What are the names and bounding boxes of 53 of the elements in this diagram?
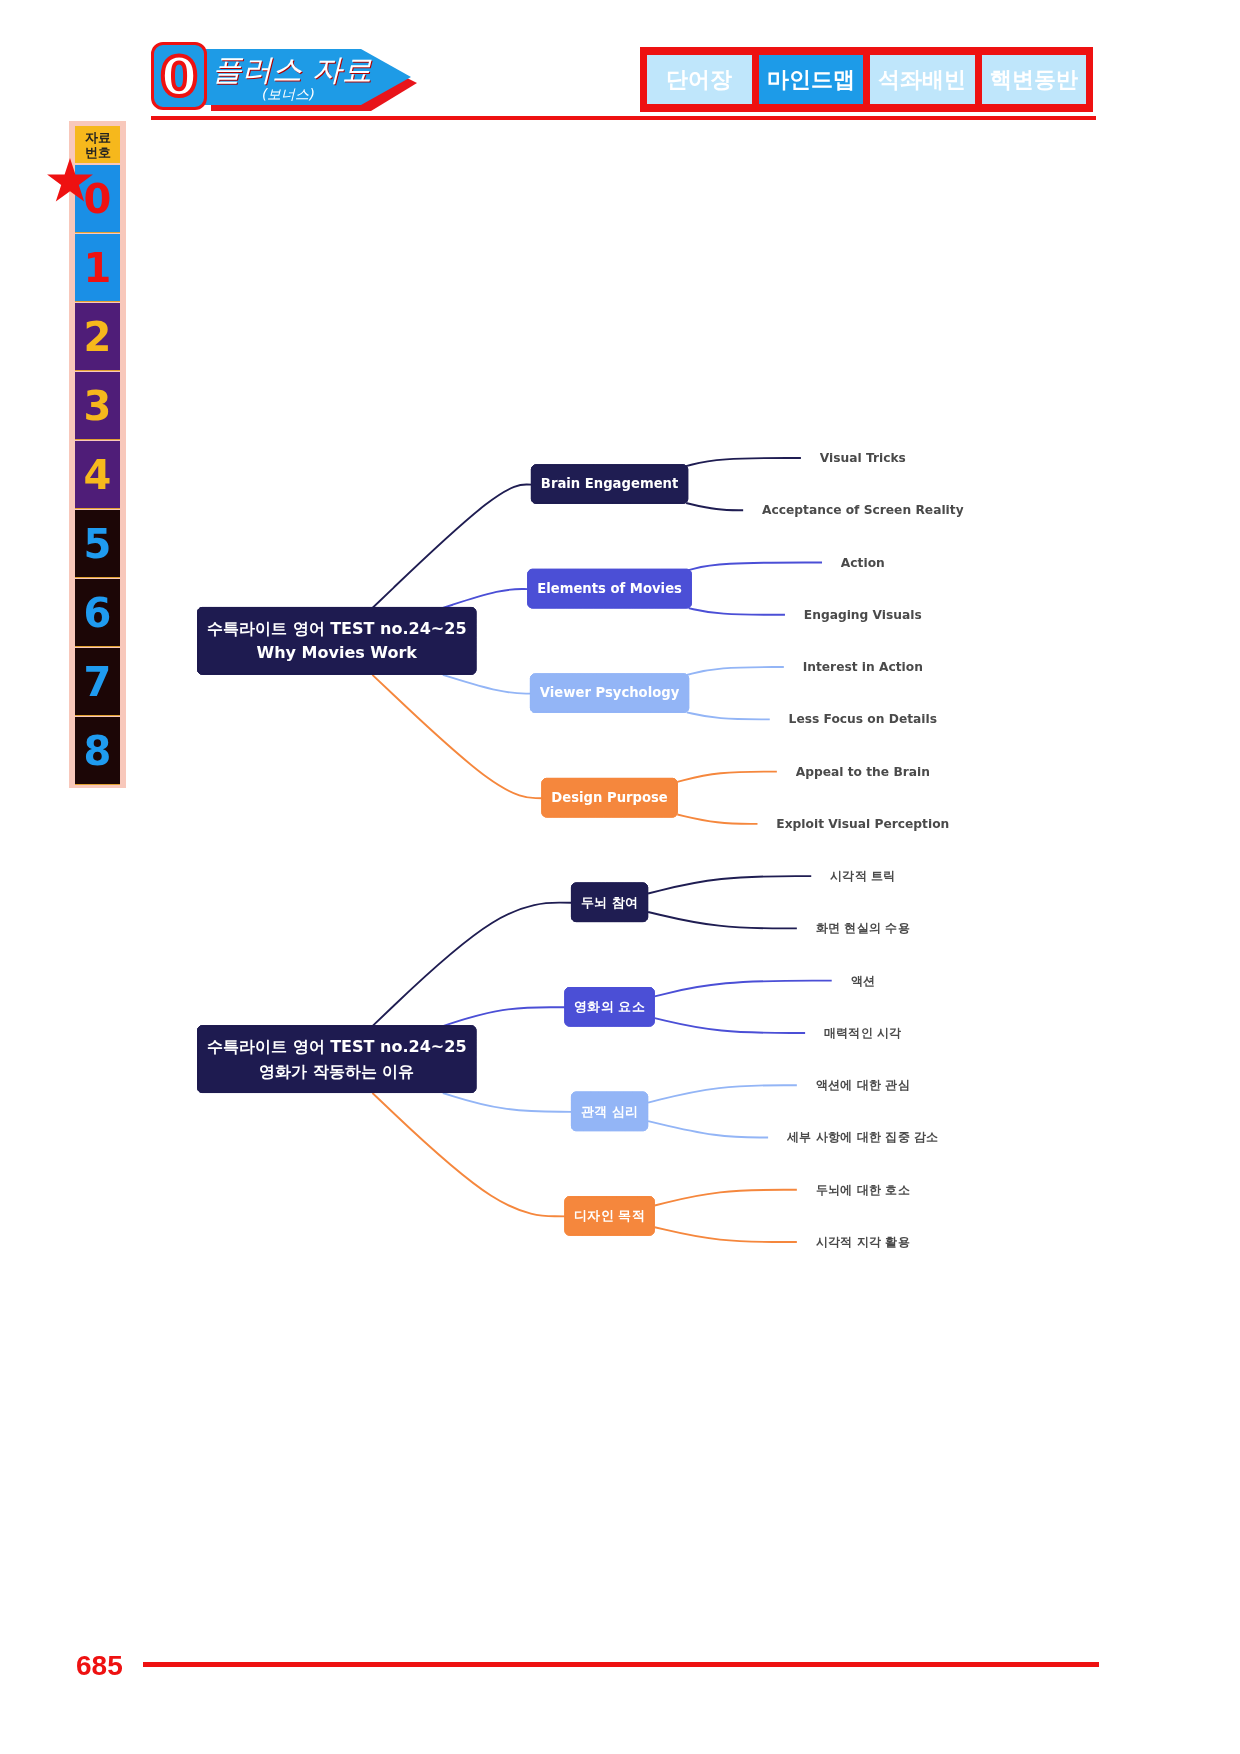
connector <box>685 502 745 512</box>
node-text: Less Focus on Details <box>788 712 938 727</box>
tab: 핵변동반 <box>981 55 1086 104</box>
number-tab: 1 <box>75 234 120 302</box>
connector <box>441 1092 573 1113</box>
connector <box>647 875 813 895</box>
node-text: 시각적 트릭 <box>830 868 896 883</box>
banner-subtitle: (보너스) <box>262 86 315 104</box>
active-tab: 마인드맵 <box>758 55 863 104</box>
section-number: 0 <box>151 42 207 110</box>
connector <box>647 911 798 930</box>
node-text: Exploit Visual Perception <box>776 816 950 831</box>
connector <box>687 607 786 616</box>
node-text: 액션에 대한 관심 <box>815 1077 910 1093</box>
connector <box>685 457 802 468</box>
tab: 단어장 <box>647 55 752 104</box>
number-tab: 4 <box>75 441 120 509</box>
banner-title: 플러스 자료 <box>212 51 372 88</box>
node-text: Visual Tricks <box>819 450 906 465</box>
node-text: Appeal to the Brain <box>795 764 930 779</box>
connector <box>687 561 823 571</box>
number-tab: 7 <box>75 648 120 716</box>
node-text: 화면 현실의 수용 <box>815 921 910 936</box>
connector <box>685 666 785 676</box>
sidebar-heading: 자료 번호 <box>75 126 120 163</box>
node-text: 액션 <box>850 973 876 988</box>
number-tab: 3 <box>75 372 120 440</box>
connector <box>653 979 833 998</box>
page-number: 685 <box>76 1650 123 1682</box>
connector <box>653 1017 807 1034</box>
number-tab: 6 <box>75 579 120 647</box>
node-text: 세부 사항에 대한 집중 감소 <box>786 1130 939 1145</box>
node-text: Acceptance of Screen Reality <box>761 502 964 518</box>
node-text: Engaging Visuals <box>803 607 922 622</box>
connector <box>676 813 759 825</box>
connector <box>676 770 778 783</box>
node-text: 매력적인 시각 <box>823 1025 902 1040</box>
connector <box>371 483 533 609</box>
number-tab: 2 <box>75 303 120 371</box>
number-tab: 0 <box>75 165 120 233</box>
node-text: Action <box>840 555 885 570</box>
number-tab: 5 <box>75 510 120 578</box>
connector <box>441 673 532 695</box>
node-text: 두뇌에 대한 호소 <box>815 1182 910 1197</box>
number-tab: 8 <box>75 717 120 785</box>
connector <box>647 1120 770 1139</box>
tab: 석좌배빈 <box>870 55 975 104</box>
connector <box>653 1188 798 1207</box>
connector <box>647 1084 798 1104</box>
connector <box>685 711 771 721</box>
node-text: Interest in Action <box>802 659 923 674</box>
connector <box>653 1226 798 1243</box>
node-text: 시각적 지각 활용 <box>815 1234 910 1249</box>
